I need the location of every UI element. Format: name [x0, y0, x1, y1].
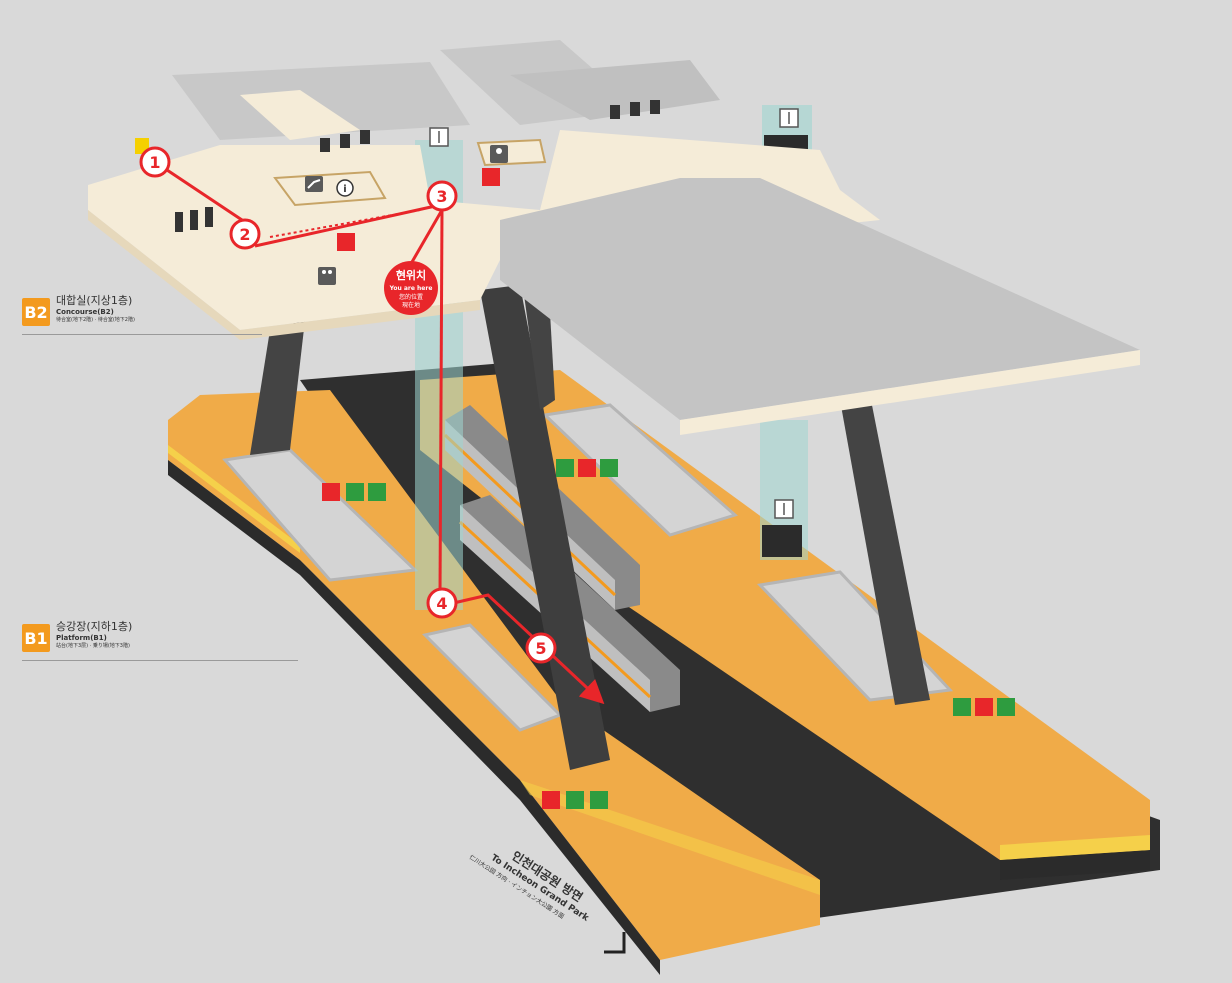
- emergency-phone-icon: [556, 459, 574, 477]
- fire-extinguisher-icon: [482, 168, 500, 186]
- you-are-here-cn: 您的位置: [399, 293, 423, 301]
- floor-name-en: Concourse(B2): [56, 308, 114, 316]
- route-step-marker: 4: [426, 587, 458, 619]
- floor-name-ko: 승강장(지하1층): [56, 620, 133, 633]
- aed-icon: [997, 698, 1015, 716]
- floor-text: 승강장(지하1층) Platform(B1) 站台(地下3层) · 乗り場(地下…: [56, 618, 132, 649]
- you-are-here-jp: 現在地: [402, 301, 420, 309]
- route-step-number: 5: [535, 639, 546, 658]
- toilet-icon: [318, 267, 336, 285]
- svg-text:i: i: [343, 184, 346, 195]
- roof-slab: [500, 178, 1140, 435]
- floor-divider: [22, 660, 298, 661]
- elevator-icon: [429, 127, 449, 147]
- route-step-number: 3: [436, 187, 447, 206]
- fire-extinguisher-icon: [542, 791, 560, 809]
- fire-extinguisher-icon: [322, 483, 340, 501]
- aed-icon: [566, 791, 584, 809]
- route-path: [154, 160, 605, 705]
- fare-gates: [175, 100, 660, 232]
- aed-icon: [346, 483, 364, 501]
- elevator-icon: [779, 108, 799, 128]
- floor-name-jp: 待合室(地下2階) · 待合室(地下2階): [56, 317, 135, 323]
- you-are-here-ko: 현위치: [396, 268, 426, 282]
- floor-name-en: Platform(B1): [56, 634, 107, 642]
- floor-badge: B1: [22, 624, 50, 652]
- you-are-here-en: You are here: [389, 285, 433, 292]
- route-step-marker: 3: [426, 180, 458, 212]
- route-step-marker: 1: [139, 146, 171, 178]
- you-are-here-marker: 현위치 You are here 您的位置 現在地: [384, 261, 438, 315]
- route-step-marker: 2: [229, 218, 261, 250]
- direction-arrow-icon: [604, 932, 626, 954]
- fire-extinguisher-icon: [337, 233, 355, 251]
- aed-icon: [600, 459, 618, 477]
- fire-extinguisher-icon: [975, 698, 993, 716]
- information-icon: i: [336, 179, 354, 197]
- route-step-number: 2: [239, 225, 250, 244]
- floor-divider: [22, 334, 262, 335]
- baby-room-icon: [490, 145, 508, 163]
- right-platform: [420, 370, 1150, 880]
- floor-name-jp: 站台(地下3层) · 乗り場(地下3階): [56, 643, 130, 649]
- floor-text: 대합실(지상1층) Concourse(B2) 待合室(地下2階) · 待合室(…: [56, 292, 135, 323]
- emergency-phone-icon: [590, 791, 608, 809]
- fire-extinguisher-icon: [578, 459, 596, 477]
- route-step-number: 4: [436, 594, 447, 613]
- emergency-phone-icon: [368, 483, 386, 501]
- floor-name-ko: 대합실(지상1층): [56, 294, 133, 307]
- route-step-number: 1: [149, 153, 160, 172]
- escalator-icon: [305, 176, 323, 192]
- elevator-icon: [774, 499, 794, 519]
- route-step-marker: 5: [525, 632, 557, 664]
- emergency-phone-icon: [953, 698, 971, 716]
- floor-badge: B2: [22, 298, 50, 326]
- concourse-upper-structure: [172, 40, 720, 207]
